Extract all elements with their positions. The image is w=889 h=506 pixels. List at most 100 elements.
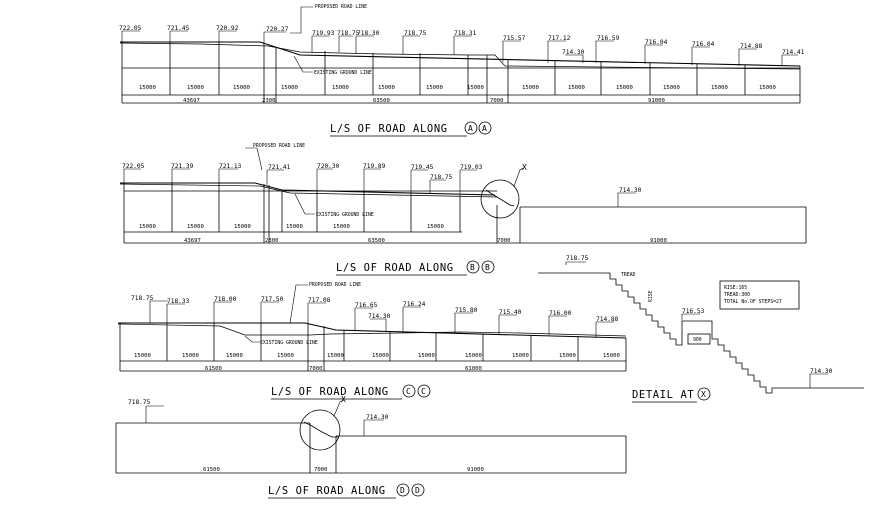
level-b-0: 722.05 xyxy=(122,163,145,170)
total-dim-b-0: 43697 xyxy=(184,238,201,244)
chainage-ticks-a xyxy=(121,42,801,103)
existing-ground-line-b xyxy=(119,183,498,198)
staircase-profile xyxy=(604,272,864,394)
section-mark-circle-a1 xyxy=(464,121,478,135)
existing-ground-label-b: EXISTING GROUND LINE xyxy=(316,212,374,218)
detail-circle-b-leader xyxy=(513,167,524,187)
seg-dim-c-1: 15000 xyxy=(182,353,199,359)
step-notes-box xyxy=(719,280,800,310)
detail-level-leader-2 xyxy=(809,373,828,388)
detail-circle-b xyxy=(480,179,520,219)
level-a-5: 718.75 xyxy=(337,30,360,37)
proposed-road-line-c xyxy=(118,322,627,339)
level-b-4: 720.30 xyxy=(317,163,340,170)
section-mark-d2: D xyxy=(415,486,420,495)
section-title-a: L/S OF ROAD ALONG xyxy=(330,123,448,135)
level-a-16: 714.41 xyxy=(782,49,805,56)
proposed-road-label-c: PROPOSED ROAD LINE xyxy=(309,282,361,288)
detail-level-leader-0 xyxy=(565,261,586,265)
section-mark-circle-a2 xyxy=(478,121,492,135)
total-dim-a-0: 43697 xyxy=(183,98,200,104)
level-a-13: 716.04 xyxy=(645,39,668,46)
detail-mark-circle xyxy=(697,387,711,401)
total-dim-b-3: 7000 xyxy=(497,238,510,244)
seg-dim-a-5: 15000 xyxy=(378,85,395,91)
seg-dim-a-2: 15000 xyxy=(233,85,250,91)
seg-dim-b-2: 15000 xyxy=(234,224,251,230)
seg-dim-c-3: 15000 xyxy=(277,353,294,359)
existing-ground-label-c: EXISTING GROUND LINE xyxy=(260,340,318,346)
section-title-b: L/S OF ROAD ALONG xyxy=(336,262,454,274)
level-a-4: 719.93 xyxy=(312,30,335,37)
level-leaders-a xyxy=(121,6,798,73)
seg-dim-a-12: 15000 xyxy=(711,85,728,91)
chainage-ticks-b xyxy=(123,183,521,243)
total-dim-b-4: 91000 xyxy=(650,238,667,244)
section-mark-b1: B xyxy=(470,263,475,272)
level-a-8: 718.31 xyxy=(454,30,477,37)
total-dim-a-2: 63500 xyxy=(373,98,390,104)
level-d-1: 714.30 xyxy=(366,414,389,421)
seg-dim-a-4: 15000 xyxy=(332,85,349,91)
proposed-road-line-b xyxy=(120,182,496,196)
level-a-12: 716.59 xyxy=(597,35,620,42)
level-c-5: 716.65 xyxy=(355,302,378,309)
step-note-2: TOTAL No.OF STEPS=27 xyxy=(724,299,782,305)
seg-dim-c-5: 15000 xyxy=(372,353,389,359)
section-c-c xyxy=(117,284,627,372)
seg-dim-b-4: 15000 xyxy=(333,224,350,230)
proposed-road-label-a: PROPOSED ROAD LINE xyxy=(315,4,367,10)
total-dim-a-1: 2300 xyxy=(262,98,275,104)
level-a-6: 718.30 xyxy=(357,30,380,37)
level-c-9: 715.40 xyxy=(499,309,522,316)
seg-dim-a-9: 15000 xyxy=(568,85,585,91)
existing-ground-label-a: EXISTING GROUND LINE xyxy=(314,70,372,76)
level-b-5: 719.89 xyxy=(363,163,386,170)
seg-dim-a-11: 15000 xyxy=(663,85,680,91)
detail-circle-d-ground xyxy=(303,421,338,438)
section-a-a xyxy=(119,6,801,104)
step-note-0: RISE:165 xyxy=(724,285,747,291)
total-dim-a-4: 91000 xyxy=(648,98,665,104)
level-a-7: 718.75 xyxy=(404,30,427,37)
section-b-b xyxy=(119,147,807,244)
level-leader-d-1 xyxy=(363,419,384,436)
level-a-0: 722.05 xyxy=(119,25,142,32)
section-d-d xyxy=(115,399,627,474)
level-b-8: 718.75 xyxy=(430,174,453,181)
level-b-1: 721.39 xyxy=(171,163,194,170)
level-c-1: 718.33 xyxy=(167,298,190,305)
section-mark-c1: C xyxy=(406,387,411,396)
seg-dim-c-7: 15000 xyxy=(465,353,482,359)
level-c-8: 715.80 xyxy=(455,307,478,314)
section-title-c: L/S OF ROAD ALONG xyxy=(271,386,389,398)
level-c-0: 718.75 xyxy=(131,295,154,302)
level-a-1: 721.45 xyxy=(167,25,190,32)
level-d-0: 718.75 xyxy=(128,399,151,406)
step-dim-box xyxy=(687,333,711,345)
section-title-d: L/S OF ROAD ALONG xyxy=(268,485,386,497)
section-mark-a2: A xyxy=(482,124,487,133)
section-mark-c2: C xyxy=(421,387,426,396)
seg-dim-c-10: 15000 xyxy=(603,353,620,359)
seg-dim-b-0: 15000 xyxy=(139,224,156,230)
level-c-3: 717.50 xyxy=(261,296,284,303)
total-dim-a-3: 7000 xyxy=(490,98,503,104)
detail-circle-b-ground xyxy=(485,189,515,207)
riser-label: RISE xyxy=(648,290,654,302)
seg-dim-a-8: 15000 xyxy=(522,85,539,91)
level-c-11: 714.88 xyxy=(596,316,619,323)
level-b-7: 719.03 xyxy=(460,164,483,171)
section-mark-circle-c1 xyxy=(402,384,416,398)
detail-mark-b: X xyxy=(522,163,527,172)
seg-dim-a-3: 15000 xyxy=(281,85,298,91)
seg-dim-c-4: 15000 xyxy=(327,353,344,359)
total-dim-b-1: 2300 xyxy=(265,238,278,244)
seg-dim-a-7: 15000 xyxy=(467,85,484,91)
existing-ground-line-c xyxy=(117,323,627,337)
level-a-9: 715.57 xyxy=(503,35,526,42)
seg-dim-c-8: 15000 xyxy=(512,353,529,359)
level-a-10: 717.12 xyxy=(548,35,571,42)
proposed-road-label-b: PROPOSED ROAD LINE xyxy=(253,143,305,149)
detail-mark-d: X xyxy=(341,395,346,404)
